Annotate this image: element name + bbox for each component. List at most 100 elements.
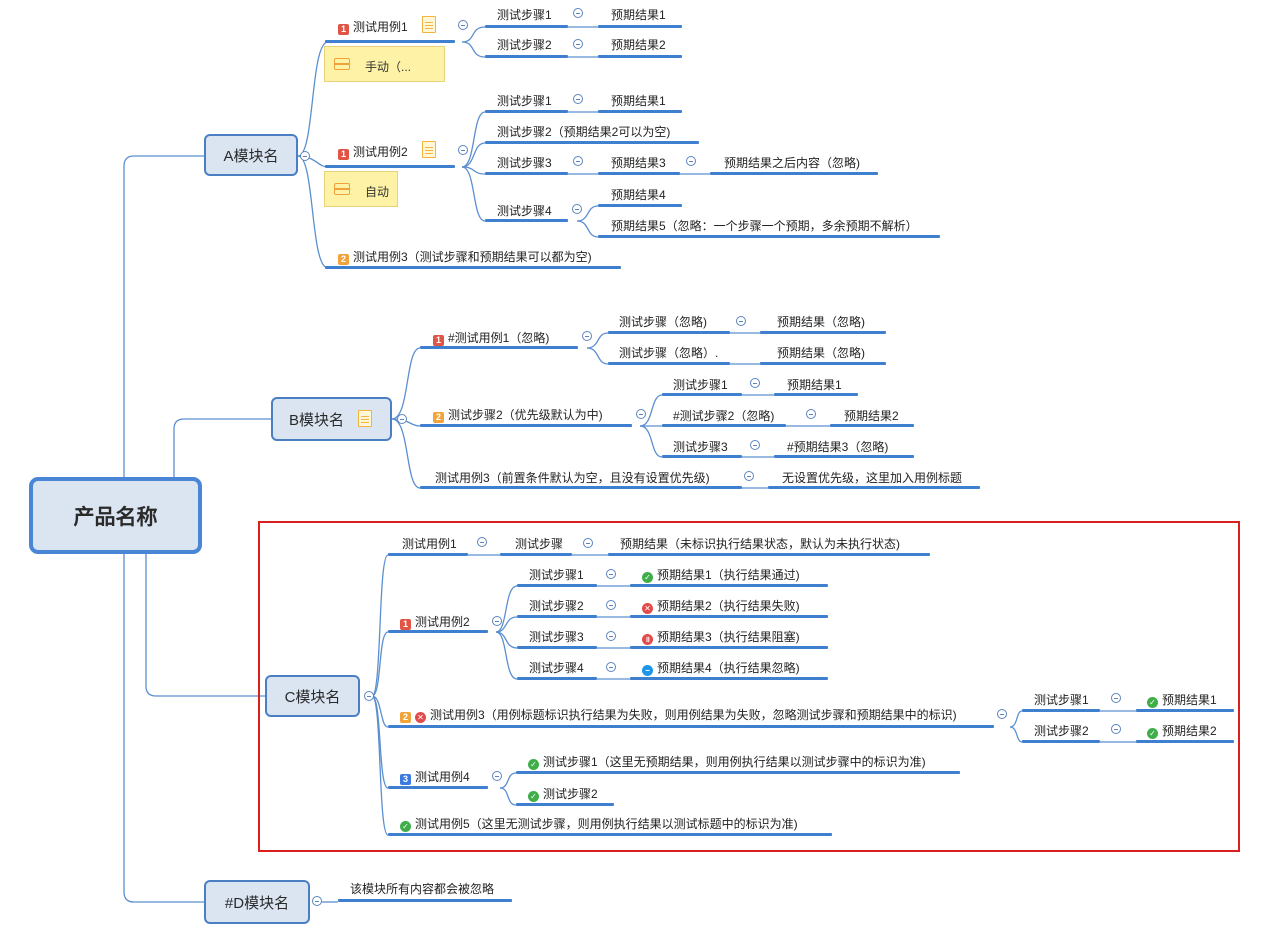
step-label[interactable]: 测试步骤（忽略)	[619, 315, 707, 329]
result-label[interactable]: 预期结果2	[611, 38, 666, 52]
document-icon[interactable]	[358, 410, 372, 427]
collapse-circle-icon[interactable]	[572, 204, 582, 214]
collapse-circle-icon[interactable]	[583, 538, 593, 548]
collapse-circle-icon[interactable]	[492, 616, 502, 626]
step-label[interactable]: 测试步骤2	[1034, 724, 1089, 738]
collapse-circle-icon[interactable]	[1111, 693, 1121, 703]
collapse-circle-icon[interactable]	[573, 94, 583, 104]
collapse-circle-icon[interactable]	[458, 20, 468, 30]
result-label[interactable]: ✓预期结果2	[1147, 724, 1217, 739]
case-title: 测试步骤2（优先级默认为中)	[448, 408, 603, 422]
test-case-label[interactable]: 1#测试用例1（忽略)	[433, 331, 549, 346]
step-label[interactable]: 测试步骤4	[529, 661, 584, 675]
collapse-circle-icon[interactable]	[606, 631, 616, 641]
collapse-circle-icon[interactable]	[636, 409, 646, 419]
step-label[interactable]: 测试步骤3	[673, 440, 728, 454]
collapse-circle-icon[interactable]	[806, 409, 816, 419]
result-label[interactable]: 预期结果5（忽略：一个步骤一个预期，多余预期不解析）	[611, 219, 918, 233]
collapse-circle-icon[interactable]	[744, 471, 754, 481]
module-c-node[interactable]: C模块名	[265, 675, 360, 717]
collapse-circle-icon[interactable]	[573, 39, 583, 49]
step-label[interactable]: 测试步骤1	[673, 378, 728, 392]
collapse-circle-icon[interactable]	[736, 316, 746, 326]
collapse-circle-icon[interactable]	[573, 156, 583, 166]
collapse-circle-icon[interactable]	[573, 8, 583, 18]
result-label[interactable]: ✓预期结果1	[1147, 693, 1217, 708]
collapse-circle-icon[interactable]	[750, 378, 760, 388]
module-a-node[interactable]: A模块名	[204, 134, 298, 176]
step-label[interactable]: 测试步骤2	[497, 38, 552, 52]
collapse-circle-icon[interactable]	[606, 662, 616, 672]
root-node[interactable]: 产品名称	[29, 477, 202, 554]
note-box[interactable]: 自动	[324, 171, 398, 207]
step-label[interactable]: 测试步骤	[515, 537, 564, 551]
check-circle-icon: ✓	[1147, 728, 1158, 739]
result-label[interactable]: 预期结果（未标识执行结果状态，默认为未执行状态)	[620, 537, 900, 551]
collapse-circle-icon[interactable]	[606, 569, 616, 579]
step-label[interactable]: 测试步骤1	[1034, 693, 1089, 707]
collapse-circle-icon[interactable]	[312, 896, 322, 906]
result-label[interactable]: 预期结果1	[611, 94, 666, 108]
result-label[interactable]: 预期结果3	[611, 156, 666, 170]
test-case-label[interactable]: 2✕测试用例3（用例标题标识执行结果为失败，则用例结果为失败，忽略测试步骤和预期…	[400, 708, 957, 723]
step-label[interactable]: #测试步骤2（忽略)	[673, 409, 775, 423]
result-label[interactable]: 预期结果（忽略)	[777, 315, 865, 329]
result-label[interactable]: ✓预期结果1（执行结果通过)	[642, 568, 800, 583]
collapse-circle-icon[interactable]	[364, 691, 374, 701]
step-label[interactable]: 测试步骤2	[529, 599, 584, 613]
underline	[630, 677, 828, 680]
step-label[interactable]: 测试步骤1	[497, 94, 552, 108]
test-case-label[interactable]: 测试用例3（前置条件默认为空，且没有设置优先级)	[435, 471, 710, 485]
collapse-circle-icon[interactable]	[492, 771, 502, 781]
document-icon[interactable]	[422, 141, 436, 158]
step-label[interactable]: 测试步骤3	[529, 630, 584, 644]
step-label[interactable]: 测试步骤2（预期结果2可以为空)	[497, 125, 671, 139]
step-label[interactable]: 测试步骤（忽略）.	[619, 346, 719, 360]
child-label[interactable]: 该模块所有内容都会被忽略	[350, 882, 495, 896]
result-label[interactable]: 预期结果2	[844, 409, 899, 423]
step-label[interactable]: 测试步骤3	[497, 156, 552, 170]
underline	[760, 362, 886, 365]
result-label[interactable]: ॥预期结果3（执行结果阻塞)	[642, 630, 800, 645]
step-label[interactable]: ✓测试步骤1（这里无预期结果，则用例执行结果以测试步骤中的标识为准)	[528, 755, 926, 770]
result-label[interactable]: 预期结果4	[611, 188, 666, 202]
result-label[interactable]: ✕预期结果2（执行结果失败)	[642, 599, 800, 614]
underline	[710, 172, 878, 175]
test-case-label[interactable]: 测试用例1	[402, 537, 457, 551]
collapse-circle-icon[interactable]	[750, 440, 760, 450]
collapse-circle-icon[interactable]	[582, 331, 592, 341]
document-icon[interactable]	[422, 16, 436, 33]
result-label[interactable]: 预期结果1	[611, 8, 666, 22]
collapse-circle-icon[interactable]	[997, 709, 1007, 719]
underline	[517, 615, 597, 618]
underline	[598, 204, 682, 207]
module-d-node[interactable]: #D模块名	[204, 880, 310, 924]
step-label[interactable]: 测试步骤1	[497, 8, 552, 22]
result-label[interactable]: #预期结果3（忽略)	[787, 440, 889, 454]
test-case-label[interactable]: ✓测试用例5（这里无测试步骤，则用例执行结果以测试标题中的标识为准)	[400, 817, 798, 832]
collapse-circle-icon[interactable]	[300, 151, 310, 161]
collapse-circle-icon[interactable]	[458, 145, 468, 155]
collapse-circle-icon[interactable]	[606, 600, 616, 610]
collapse-circle-icon[interactable]	[1111, 724, 1121, 734]
step-label[interactable]: ✓测试步骤2	[528, 787, 598, 802]
collapse-circle-icon[interactable]	[686, 156, 696, 166]
result-label[interactable]: −预期结果4（执行结果忽略)	[642, 661, 800, 676]
module-b-node[interactable]: B模块名	[271, 397, 392, 441]
result-label[interactable]: 预期结果（忽略)	[777, 346, 865, 360]
note-box[interactable]: 手动（...	[324, 46, 445, 82]
step-label[interactable]: 测试步骤1	[529, 568, 584, 582]
underline	[1022, 709, 1100, 712]
collapse-circle-icon[interactable]	[397, 414, 407, 424]
result-label[interactable]: 预期结果之后内容（忽略)	[724, 156, 860, 170]
result-label[interactable]: 预期结果1	[787, 378, 842, 392]
collapse-circle-icon[interactable]	[477, 537, 487, 547]
step-label[interactable]: 测试步骤4	[497, 204, 552, 218]
case-title-label[interactable]: 无设置优先级，这里加入用例标题	[782, 471, 963, 485]
